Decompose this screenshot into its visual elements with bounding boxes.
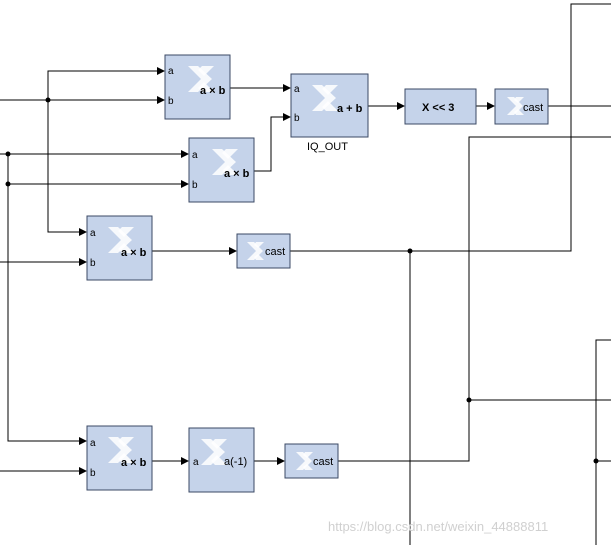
operation-label: a × b <box>224 168 250 180</box>
cast-block-3[interactable]: cast <box>284 443 339 479</box>
port-a-label: a <box>90 438 96 449</box>
wire-cast2-out <box>290 3 611 252</box>
operation-label: cast <box>313 456 333 468</box>
multiplier-block-1[interactable]: a b a × b <box>164 54 231 120</box>
watermark-text: https://blog.csdn.net/weixin_44888811 <box>328 519 548 534</box>
negate-block[interactable]: a a(-1) <box>188 427 255 493</box>
wire-to-mult1-a <box>47 67 165 100</box>
wire-mult2-to-adder-b <box>254 113 291 172</box>
wire-right-edge <box>595 339 611 545</box>
multiplier-block-4[interactable]: a b a × b <box>86 425 153 491</box>
junction-dot <box>466 397 472 403</box>
multiplier-block-2[interactable]: a b a × b <box>188 137 255 203</box>
operation-label: cast <box>265 246 285 258</box>
port-a-label: a <box>168 66 174 77</box>
operation-label: X << 3 <box>422 102 454 114</box>
junction-dot <box>593 458 599 464</box>
wire-to-mult4-a <box>7 154 87 445</box>
junction-dot <box>407 248 413 254</box>
adder-block[interactable]: a b a + b <box>290 73 369 138</box>
block-name-label: IQ_OUT <box>307 141 348 153</box>
cast-block-2[interactable]: cast <box>236 233 291 269</box>
wire-cast3-out <box>338 136 611 462</box>
port-b-label: b <box>192 180 198 191</box>
operation-label: a × b <box>200 85 226 97</box>
junctions <box>5 97 599 464</box>
port-a-label: a <box>192 150 198 161</box>
operation-label: a × b <box>121 457 147 469</box>
junction-dot <box>5 181 11 187</box>
port-b-label: b <box>90 258 96 269</box>
operation-label: a + b <box>337 103 363 115</box>
port-a-label: a <box>90 228 96 239</box>
operation-label: a × b <box>121 247 147 259</box>
shift-block[interactable]: X << 3 <box>404 88 477 125</box>
junction-dot <box>45 97 51 103</box>
port-b-label: b <box>294 113 300 124</box>
wire-to-mult3-a <box>47 100 87 236</box>
cast-block-1[interactable]: cast <box>494 88 549 125</box>
port-a-label: a <box>193 457 199 468</box>
multiplier-block-3[interactable]: a b a × b <box>86 215 153 281</box>
wires <box>0 3 611 545</box>
port-a-label: a <box>294 84 300 95</box>
junction-dot <box>5 151 11 157</box>
port-b-label: b <box>168 96 174 107</box>
operation-label: cast <box>523 102 543 114</box>
port-b-label: b <box>90 468 96 479</box>
operation-label: a(-1) <box>224 456 247 468</box>
